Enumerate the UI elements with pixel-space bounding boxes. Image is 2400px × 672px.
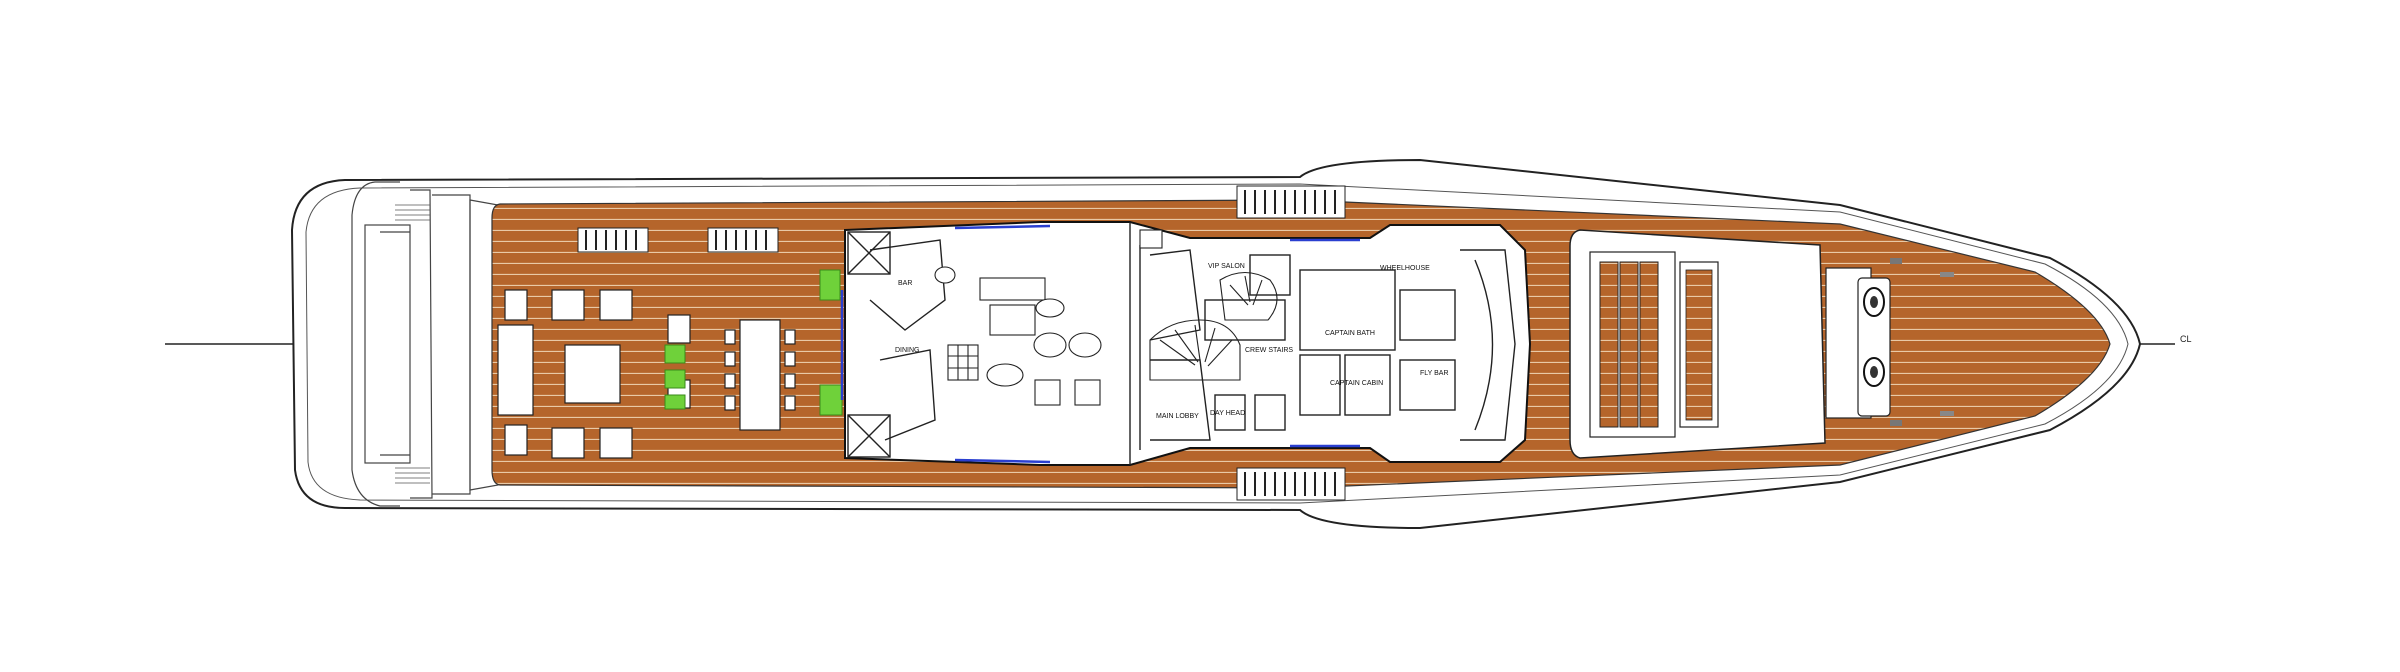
hull-inner-outline: [305, 183, 2129, 504]
salon-furniture: [934, 229, 1163, 406]
salon-glazing: [840, 224, 1360, 464]
room-label-crew-stairs: CREW STAIRS: [1245, 347, 1293, 354]
aft-lounge-furniture: [497, 289, 796, 459]
room-label-captain-bath: CAPTAIN BATH: [1325, 330, 1375, 337]
stern-stairs: [395, 204, 430, 484]
room-label-captain-cabin: CAPTAIN CABIN: [1330, 380, 1383, 387]
spiral-stairs: [1149, 271, 1278, 381]
room-label-bar: BAR: [898, 280, 912, 287]
room-label-wheelhouse: WHEELHOUSE: [1380, 265, 1430, 272]
plants: [664, 269, 843, 416]
room-label-vip-salon: VIP SALON: [1208, 263, 1245, 270]
sunpad-area: [1569, 229, 1826, 459]
room-label-fly-bar: FLY BAR: [1420, 370, 1449, 377]
salon-outline: [844, 221, 1532, 466]
room-label-main-lobby: MAIN LOBBY: [1156, 413, 1199, 420]
centerline-label: CL: [2180, 334, 2192, 344]
room-label-day-head: DAY HEAD: [1210, 410, 1245, 417]
bow-equipment: [1825, 258, 1954, 426]
room-label-dining: DINING: [895, 347, 920, 354]
grate-slats: [585, 190, 1336, 496]
stern-structure: [351, 181, 499, 507]
salon-interior-walls: [847, 222, 1516, 465]
